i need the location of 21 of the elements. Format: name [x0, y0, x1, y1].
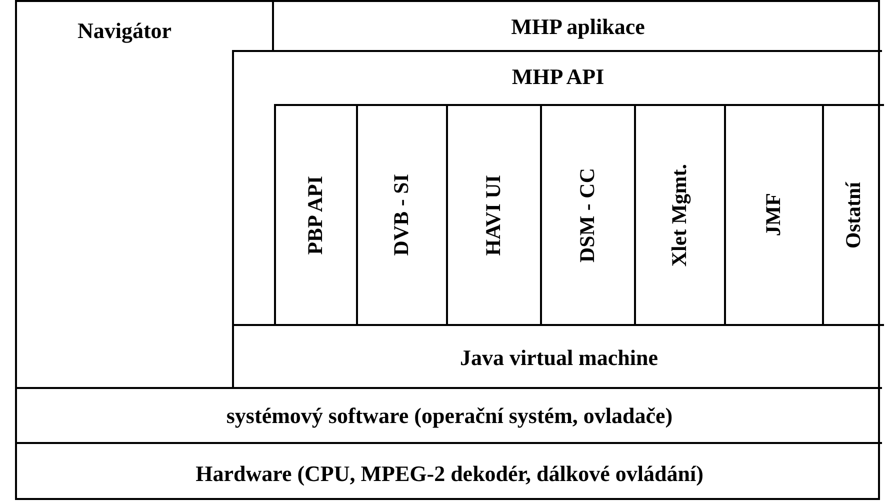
- layer-box: [540, 104, 634, 324]
- layer-label: Java virtual machine: [460, 344, 658, 372]
- layer-label: MHP API: [512, 63, 604, 91]
- layer-label: Hardware (CPU, MPEG-2 dekodér, dálkové ovládání): [196, 460, 704, 488]
- layer-box: [634, 104, 724, 324]
- layer-label: Xlet Mgmt.: [666, 164, 692, 266]
- layer-label: DVB - SI: [388, 174, 414, 256]
- layer-box: [446, 104, 540, 324]
- layer-label: MHP aplikace: [511, 12, 645, 41]
- layer-label: Navigátor: [77, 17, 172, 45]
- layer-box: [274, 104, 356, 324]
- layer-box: [356, 104, 446, 324]
- layer-label: PBP API: [302, 176, 328, 254]
- layer-box: [822, 104, 884, 324]
- layer-label: Ostatní: [840, 182, 866, 248]
- layer-label: systémový software (operační systém, ovladače): [226, 402, 673, 430]
- layer-box: [724, 104, 822, 324]
- layer-label: DSM - CC: [574, 168, 600, 262]
- layer-box: [232, 50, 882, 387]
- layer-label: HAVI UI: [480, 174, 506, 256]
- layer-label: JMF: [760, 193, 786, 237]
